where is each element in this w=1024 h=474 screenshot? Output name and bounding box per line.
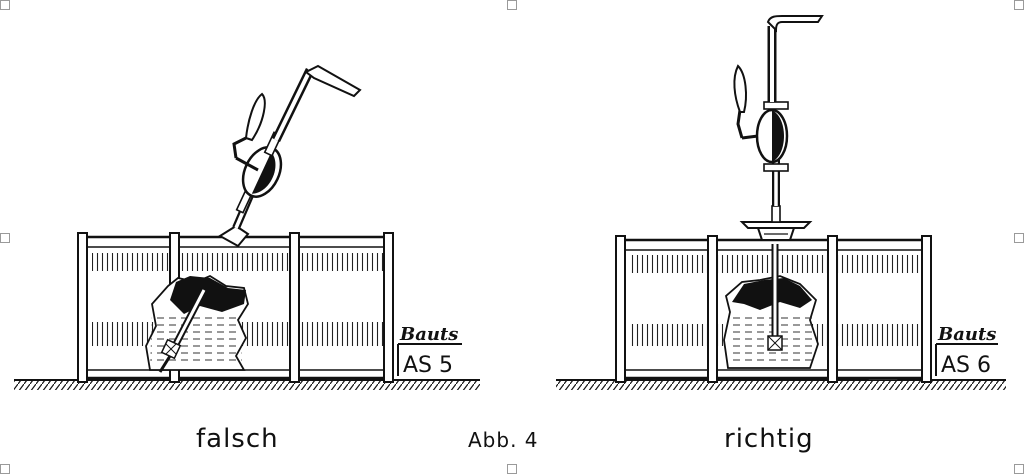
figure-number: Abb. 4 (468, 428, 539, 452)
resize-handle-bottom-left[interactable] (0, 464, 10, 474)
model-tag-left (397, 343, 462, 376)
brand-label-right: Bauts (937, 324, 996, 345)
model-label-left: AS 5 (403, 353, 453, 378)
caption-correct: richtig (724, 424, 814, 454)
model-label-right: AS 6 (941, 353, 991, 378)
wrong-installation-diagram (14, 64, 480, 390)
hand-pump-left (218, 64, 362, 248)
model-tag-right (935, 343, 998, 376)
resize-handle-top-left[interactable] (0, 0, 10, 10)
resize-handle-bottom-right[interactable] (1014, 464, 1024, 474)
resize-handle-top[interactable] (507, 0, 517, 10)
correct-installation-diagram (556, 15, 1006, 390)
brand-label-left: Bauts (399, 324, 458, 345)
resize-handle-right[interactable] (1014, 233, 1024, 243)
cutaway-right (723, 244, 819, 369)
resize-handle-left[interactable] (0, 233, 10, 243)
resize-handle-top-right[interactable] (1014, 0, 1024, 10)
resize-handle-bottom[interactable] (507, 464, 517, 474)
cutaway-left (145, 274, 249, 373)
hand-pump-right (733, 15, 824, 241)
caption-wrong: falsch (196, 424, 279, 454)
ground-left (14, 379, 480, 390)
